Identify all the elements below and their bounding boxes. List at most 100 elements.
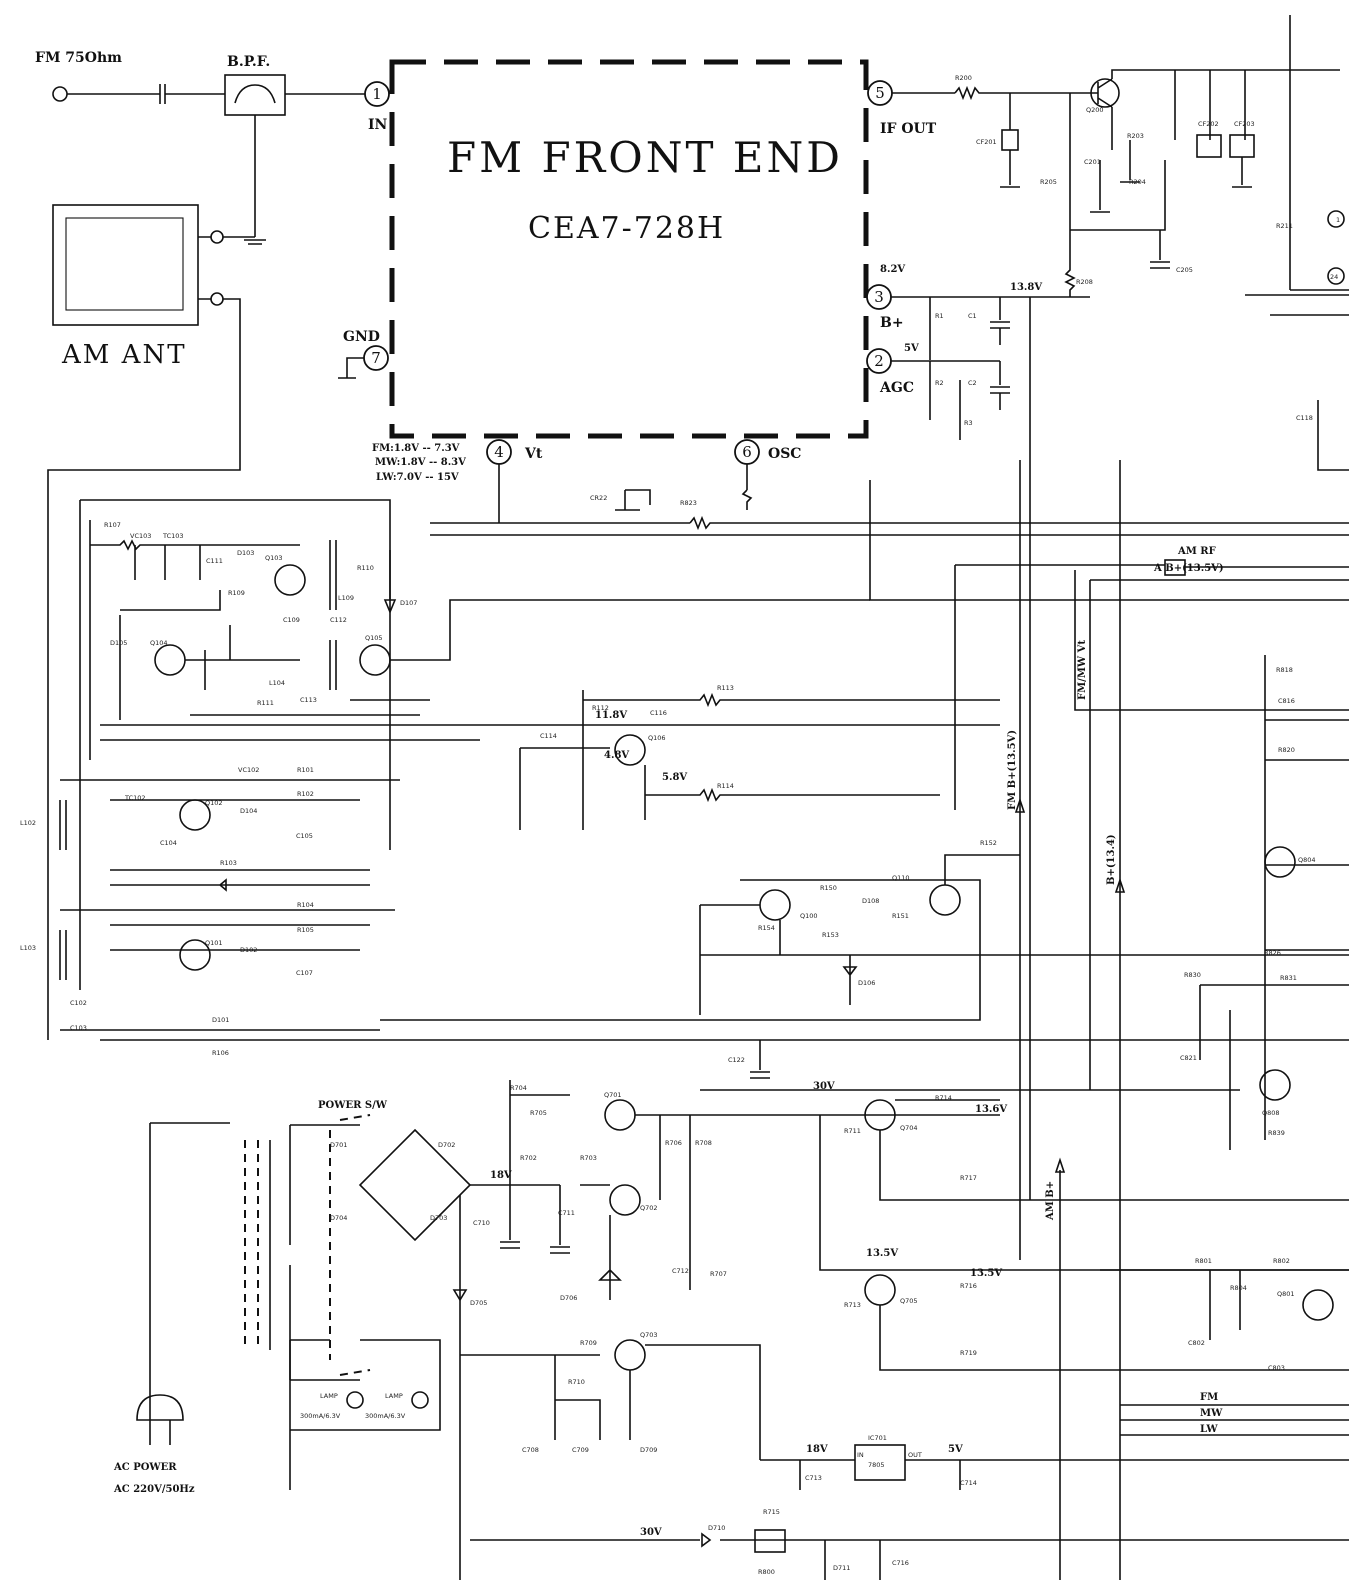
v30-label: 30V xyxy=(813,1081,835,1092)
q103-transistor xyxy=(274,564,306,596)
component-label: Q702 xyxy=(640,1204,658,1212)
q808-transistor xyxy=(1259,1069,1291,1101)
q104-transistor xyxy=(154,644,186,676)
component-label: R152 xyxy=(980,839,997,847)
component-label: R703 xyxy=(580,1154,597,1162)
component-label: 5 xyxy=(875,84,885,102)
ac-plug-icon xyxy=(136,1394,184,1421)
component-label: Q106 xyxy=(648,734,666,742)
fm-b-label: FM B+(13.5V) xyxy=(1007,730,1018,810)
component-label: R205 xyxy=(1040,178,1057,186)
pin-4: 4 Vt xyxy=(486,439,543,465)
component-label: R153 xyxy=(822,931,839,939)
q701-transistor xyxy=(604,1099,636,1131)
component-label: 6 xyxy=(742,443,752,461)
component-label: L109 xyxy=(338,594,354,602)
v13-5b-label: 13.5V xyxy=(970,1268,1002,1279)
am-antenna-frame xyxy=(52,204,199,326)
component-label: R800 xyxy=(758,1568,775,1576)
fm-antenna-label: FM 75Ohm xyxy=(35,50,122,66)
component-label: Q110 xyxy=(892,874,910,882)
lamp2-spec: 300mA/6.3V xyxy=(365,1412,406,1420)
component-label: 7 xyxy=(371,349,381,367)
module-part-number: CEA7-728H xyxy=(528,211,725,246)
component-label: R831 xyxy=(1280,974,1297,982)
component-label: R707 xyxy=(710,1270,727,1278)
v-4-8: 4.8V xyxy=(604,750,629,761)
pin-1-label: IN xyxy=(368,117,388,133)
component-label: C103 xyxy=(70,1024,87,1032)
component-label: R818 xyxy=(1276,666,1293,674)
am-antenna-label: AM ANT xyxy=(61,340,187,370)
component-label: R109 xyxy=(228,589,245,597)
v-5-8: 5.8V xyxy=(662,772,687,783)
component-label: D106 xyxy=(858,979,875,987)
component-label: VC102 xyxy=(238,766,259,774)
component-label: R154 xyxy=(758,924,775,932)
component-label: Q105 xyxy=(365,634,383,642)
rail-13-8v: 13.8V xyxy=(1010,282,1042,293)
edge-pin-1: 1 xyxy=(1336,216,1340,224)
q703-transistor xyxy=(614,1339,646,1371)
v13-5-label: 13.5V xyxy=(866,1248,898,1259)
component-label: R103 xyxy=(220,859,237,867)
component-label: R716 xyxy=(960,1282,977,1290)
band-lw: LW xyxy=(1200,1424,1218,1435)
q804-transistor xyxy=(1264,846,1296,878)
pin-2: 2 AGC 5V xyxy=(866,343,919,396)
component-label: R112 xyxy=(592,704,609,712)
lamp1-spec: 300mA/6.3V xyxy=(300,1412,341,1420)
ic701-regulator xyxy=(854,1444,906,1481)
component-label: R711 xyxy=(844,1127,861,1135)
component-label: C708 xyxy=(522,1446,539,1454)
component-label: R713 xyxy=(844,1301,861,1309)
vt-fm: FM:1.8V -- 7.3V xyxy=(372,443,460,454)
lamp1-label: LAMP xyxy=(320,1392,338,1400)
pin-3-label: B+ xyxy=(880,315,904,331)
pin-4-label: Vt xyxy=(524,446,543,462)
component-label: C122 xyxy=(728,1056,745,1064)
component-label: Q200 xyxy=(1086,106,1104,114)
pin-2-voltage: 5V xyxy=(904,343,919,354)
component-label: Q704 xyxy=(900,1124,918,1132)
component-label: R702 xyxy=(520,1154,537,1162)
component-label: C714 xyxy=(960,1479,977,1487)
component-label: D103 xyxy=(237,549,254,557)
pin-5: 5 IF OUT xyxy=(867,80,937,137)
component-label: C107 xyxy=(296,969,313,977)
am-rf-b-label: A B+(13.5V) xyxy=(1153,563,1224,574)
component-label: D703 xyxy=(430,1214,447,1222)
component-label: R820 xyxy=(1278,746,1295,754)
pin-7: 7 GND xyxy=(343,329,389,371)
component-label: C114 xyxy=(540,732,557,740)
component-label: C712 xyxy=(672,1267,689,1275)
component-label: R113 xyxy=(717,684,734,692)
component-label: TC103 xyxy=(162,532,184,540)
q101-transistor xyxy=(179,939,211,971)
component-label: R717 xyxy=(960,1174,977,1182)
component-label: C102 xyxy=(70,999,87,1007)
band-fm: FM xyxy=(1200,1392,1218,1403)
component-label: D704 xyxy=(330,1214,347,1222)
component-label: R151 xyxy=(892,912,909,920)
component-label: C2 xyxy=(968,379,977,387)
component-label: R710 xyxy=(568,1378,585,1386)
component-label: IN xyxy=(857,1451,864,1459)
fm-mw-vt-label: FM/MW Vt xyxy=(1077,640,1088,700)
v13-6-label: 13.6V xyxy=(975,1104,1007,1115)
component-label: C821 xyxy=(1180,1054,1197,1062)
component-label: R719 xyxy=(960,1349,977,1357)
component-label: C711 xyxy=(558,1209,575,1217)
component-label: C105 xyxy=(296,832,313,840)
component-label: 2 xyxy=(874,352,884,370)
component-label: C816 xyxy=(1278,697,1295,705)
component-label: R715 xyxy=(763,1508,780,1516)
component-label: R150 xyxy=(820,884,837,892)
component-label: C111 xyxy=(206,557,223,565)
q100-transistor xyxy=(759,889,791,921)
component-label: C802 xyxy=(1188,1339,1205,1347)
component-label: Q801 xyxy=(1277,1290,1295,1298)
component-label: CF201 xyxy=(976,138,997,146)
b-plus-label: B+(13.4) xyxy=(1106,834,1117,885)
component-label: C112 xyxy=(330,616,347,624)
